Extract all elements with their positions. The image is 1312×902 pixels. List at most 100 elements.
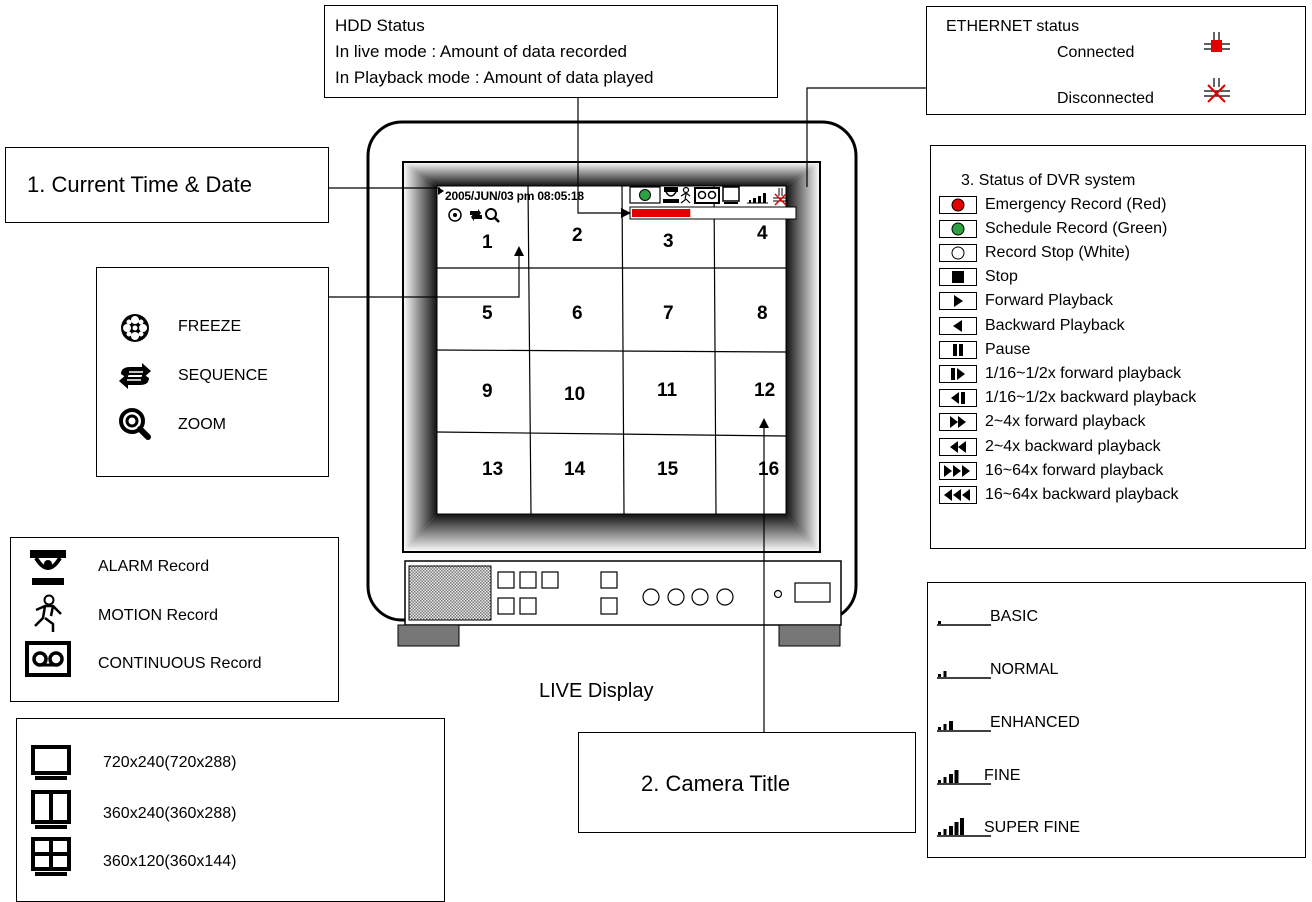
- bezel-bottom: [403, 514, 820, 552]
- quarter-frame-label: 360x120(360x144): [103, 853, 237, 870]
- pause-icon: [939, 340, 977, 359]
- status-item: Forward Playback: [939, 291, 1113, 312]
- quality-basic-icon: [936, 602, 992, 633]
- bezel-top: [403, 162, 820, 186]
- slow-forward-icon: [939, 364, 977, 383]
- status-item: Emergency Record (Red): [939, 194, 1166, 215]
- status-item: Stop: [939, 267, 1018, 288]
- quality-label: NORMAL: [990, 661, 1059, 678]
- forward-playback-icon: [939, 292, 977, 311]
- sequence-icon: [117, 361, 153, 396]
- camera-number: 15: [657, 459, 679, 480]
- ethernet-status-box: ETHERNET status Connected Disconnected: [926, 6, 1306, 115]
- camera-number: 5: [482, 303, 493, 324]
- camera-number: 10: [564, 384, 586, 405]
- camera-title-label: 2. Camera Title: [641, 771, 791, 796]
- freeze-label: FREEZE: [178, 318, 242, 335]
- quality-label: ENHANCED: [990, 714, 1080, 731]
- status-item-label: Record Stop (White): [985, 243, 1130, 261]
- emergency-record-icon: [939, 195, 977, 214]
- status-item-label: 2~4x forward playback: [985, 413, 1146, 431]
- display-modes-box: FREEZE SEQUENCE ZOOM: [96, 267, 329, 477]
- status-item: 2~4x backward playback: [939, 436, 1161, 457]
- status-item: Backward Playback: [939, 315, 1125, 336]
- alarm-record-label: ALARM Record: [98, 558, 210, 575]
- quality-label: FINE: [984, 767, 1021, 784]
- monitor-foot-left: [397, 624, 460, 647]
- camera-number: 8: [757, 303, 768, 324]
- status-item-label: Backward Playback: [985, 316, 1125, 334]
- record-stop-icon: [939, 243, 977, 262]
- status-item-label: 1/16~1/2x forward playback: [985, 364, 1182, 382]
- dvr-status-box: 3. Status of DVR system Emergency Record…: [930, 145, 1306, 549]
- quarter-frame-icon: [30, 836, 72, 883]
- panel-buttons: [497, 571, 831, 615]
- quality-enhanced-icon: [936, 708, 992, 739]
- status-item-label: Schedule Record (Green): [985, 219, 1168, 237]
- dvr-status-title: 3. Status of DVR system: [961, 172, 1136, 189]
- hdd-status-title: HDD Status: [335, 16, 425, 35]
- quality-box: BASIC NORMAL ENHANCED FINE SUPER FINE: [927, 582, 1306, 858]
- hdd-status-box: HDD Status In live mode : Amount of data…: [324, 5, 778, 98]
- motion-record-icon: [31, 594, 67, 639]
- camera-number: 11: [657, 380, 678, 401]
- ethernet-disconnected-label: Disconnected: [1057, 90, 1154, 107]
- camera-number: 14: [564, 459, 586, 480]
- status-item-label: Emergency Record (Red): [985, 195, 1167, 213]
- camera-number: 9: [482, 381, 493, 402]
- camera-number: 4: [757, 223, 768, 244]
- camera-number: 6: [572, 303, 583, 324]
- hdd-bar-fill: [632, 209, 691, 217]
- full-frame-icon: [30, 744, 72, 787]
- ethernet-connected-label: Connected: [1057, 44, 1135, 61]
- hdd-status-playback: In Playback mode : Amount of data played: [335, 68, 654, 87]
- fast-backward-icon: [939, 437, 977, 456]
- status-item: Record Stop (White): [939, 242, 1130, 263]
- full-frame-label: 720x240(720x288): [103, 754, 237, 771]
- screen-timestamp: 2005/JUN/03 pm 08:05:18: [445, 189, 584, 203]
- camera-number: 12: [754, 380, 776, 401]
- current-time-label: 1. Current Time & Date: [27, 172, 252, 197]
- status-item-label: Stop: [985, 268, 1018, 286]
- camera-number: 16: [758, 459, 780, 480]
- super-fast-backward-icon: [939, 485, 977, 504]
- zoom-icon: [119, 408, 151, 445]
- bezel-right: [786, 162, 820, 552]
- current-time-box: 1. Current Time & Date: [5, 147, 329, 223]
- backward-playback-icon: [939, 316, 977, 335]
- speaker-grille: [408, 565, 492, 621]
- screen-status-icons: [629, 186, 788, 206]
- zoom-label: ZOOM: [178, 416, 226, 433]
- motion-record-label: MOTION Record: [98, 607, 219, 624]
- status-item: 16~64x forward playback: [939, 460, 1163, 481]
- schedule-record-icon: [939, 219, 977, 238]
- ethernet-disconnected-icon: [1203, 77, 1231, 112]
- alarm-record-icon: [28, 548, 68, 593]
- status-item-label: Pause: [985, 340, 1031, 358]
- status-item-label: 1/16~1/2x backward playback: [985, 389, 1197, 407]
- bezel-left: [403, 162, 437, 552]
- stop-icon: [939, 268, 977, 287]
- resolution-box: 720x240(720x288) 360x240(360x288) 360x12…: [16, 718, 445, 902]
- camera-number: 7: [663, 303, 674, 324]
- camera-number: 13: [482, 459, 504, 480]
- freeze-icon: [119, 312, 151, 349]
- quality-label: BASIC: [990, 608, 1039, 625]
- live-display-label: LIVE Display: [539, 680, 654, 702]
- screen-mode-icons: [448, 208, 500, 223]
- quality-fine-icon: [936, 761, 992, 792]
- status-item: 1/16~1/2x forward playback: [939, 363, 1181, 384]
- status-item-label: 16~64x backward playback: [985, 485, 1179, 503]
- hdd-status-live: In live mode : Amount of data recorded: [335, 42, 628, 61]
- continuous-record-label: CONTINUOUS Record: [98, 655, 262, 672]
- quality-normal-icon: [936, 655, 992, 686]
- camera-number: 1: [482, 232, 493, 253]
- super-fast-forward-icon: [939, 461, 977, 480]
- continuous-record-icon: [25, 641, 71, 682]
- quality-label: SUPER FINE: [984, 819, 1081, 836]
- camera-title-box: 2. Camera Title: [578, 732, 916, 833]
- camera-number: 2: [572, 225, 583, 246]
- status-item: 2~4x forward playback: [939, 412, 1146, 433]
- half-frame-icon: [30, 789, 72, 836]
